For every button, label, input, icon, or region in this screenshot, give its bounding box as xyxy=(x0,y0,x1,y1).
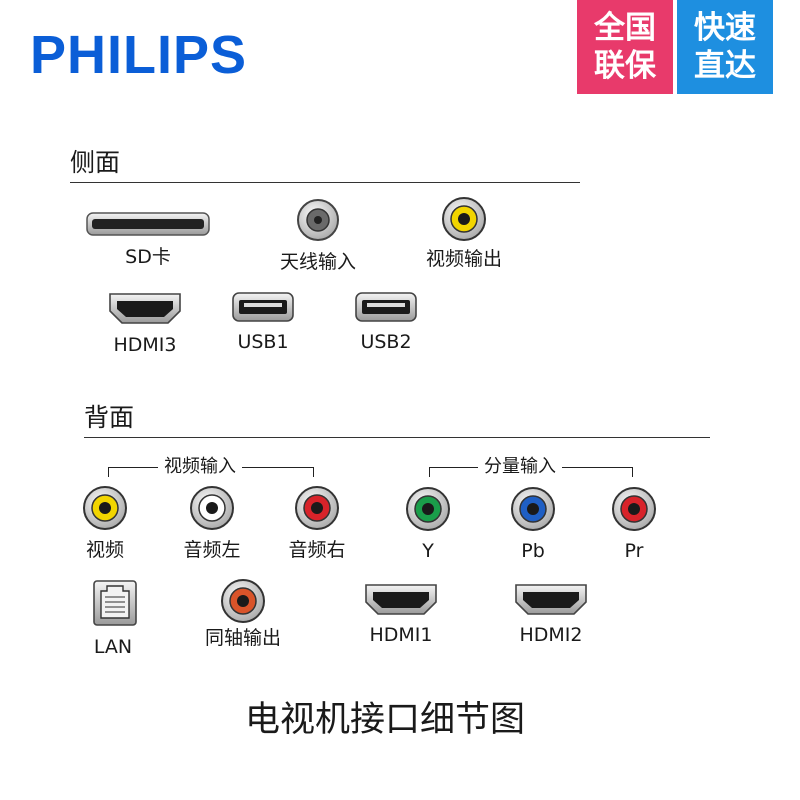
badge-warranty-line2: 联保 xyxy=(594,48,656,84)
ethernet-port-icon xyxy=(93,580,137,626)
side-port-label-hdmi3: HDMI3 xyxy=(113,334,177,356)
usb-port-icon xyxy=(232,292,294,322)
back-section-rule xyxy=(84,437,710,438)
hdmi-port-icon xyxy=(365,584,437,615)
side-port-label-sd: SD卡 xyxy=(125,246,171,268)
back-port-label-pb: Pb xyxy=(521,540,545,562)
rca-blue-icon xyxy=(511,487,555,531)
hdmi-port-icon xyxy=(515,584,587,615)
usb-port-icon xyxy=(355,292,417,322)
rca-yellow-icon xyxy=(83,486,127,530)
side-port-label-usb1: USB1 xyxy=(237,331,289,353)
side-section-title: 侧面 xyxy=(70,148,121,177)
rca-green-icon xyxy=(406,487,450,531)
badge-warranty: 全国 联保 xyxy=(577,0,673,94)
back-port-label-audio-left: 音频左 xyxy=(183,539,241,561)
rca-red-icon xyxy=(295,486,339,530)
component-input-group-label: 分量输入 xyxy=(478,456,562,478)
back-port-label-video: 视频 xyxy=(85,539,124,561)
back-port-label-y: Y xyxy=(422,540,434,562)
side-port-label-antenna: 天线输入 xyxy=(279,251,356,273)
antenna-coax-icon xyxy=(297,199,339,241)
diagram-caption: 电视机接口细节图 xyxy=(244,700,525,740)
brand-logo: PHILIPS xyxy=(30,25,248,85)
badge-delivery-line2: 直达 xyxy=(694,48,756,84)
side-port-label-usb2: USB2 xyxy=(360,331,412,353)
back-port-label-coaxial: 同轴输出 xyxy=(204,627,281,649)
side-section-rule xyxy=(70,182,580,183)
back-section-title: 背面 xyxy=(84,403,135,432)
back-port-label-pr: Pr xyxy=(624,540,644,562)
badge-warranty-line1: 全国 xyxy=(594,10,656,46)
back-port-label-hdmi1: HDMI1 xyxy=(369,624,433,646)
rca-red-icon xyxy=(612,487,656,531)
coaxial-output-icon xyxy=(221,579,265,623)
hdmi-port-icon xyxy=(109,293,181,324)
badge-delivery: 快速 直达 xyxy=(677,0,773,94)
rca-white-icon xyxy=(190,486,234,530)
back-port-label-hdmi2: HDMI2 xyxy=(519,624,583,646)
badge-delivery-line1: 快速 xyxy=(694,10,756,46)
video-input-group-label: 视频输入 xyxy=(158,456,242,478)
back-port-label-audio-right: 音频右 xyxy=(288,539,346,561)
back-port-label-lan: LAN xyxy=(93,636,133,658)
side-port-label-video-out: 视频输出 xyxy=(425,248,502,270)
sd-card-slot-icon xyxy=(86,212,210,236)
rca-yellow-icon xyxy=(442,197,486,241)
